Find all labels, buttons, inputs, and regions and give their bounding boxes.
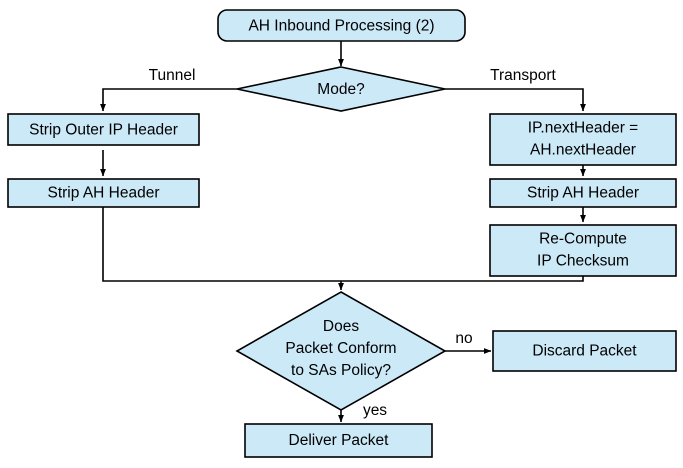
- strip-outer-ip-shape: [7, 113, 200, 146]
- policy-decision-label-line2: Packet Conform: [285, 340, 396, 357]
- connector-mode-transport-to-next-header: [445, 88, 587, 112]
- next-header-shape: [489, 113, 677, 166]
- node-policy-decision[interactable]: Does Packet Conform to SAs Policy?: [235, 291, 447, 411]
- strip-ah-transport-shape: [489, 178, 677, 208]
- node-strip-outer-ip-header[interactable]: Strip Outer IP Header: [7, 113, 200, 146]
- next-header-label-line2: AH.nextHeader: [530, 142, 636, 159]
- strip-ah-tunnel-label: Strip AH Header: [48, 185, 160, 202]
- node-discard-packet[interactable]: Discard Packet: [492, 330, 677, 372]
- node-start[interactable]: AH Inbound Processing (2): [217, 9, 466, 42]
- node-deliver-packet[interactable]: Deliver Packet: [244, 423, 433, 458]
- edge-label-transport: Transport: [490, 67, 556, 84]
- edge-label-no: no: [455, 330, 472, 347]
- recompute-checksum-shape: [489, 224, 677, 277]
- recompute-checksum-label-line2: IP Checksum: [537, 253, 629, 270]
- strip-ah-transport-label: Strip AH Header: [527, 185, 639, 202]
- node-strip-ah-header-transport[interactable]: Strip AH Header: [489, 178, 677, 208]
- strip-outer-ip-label: Strip Outer IP Header: [29, 122, 178, 139]
- connector-tunnel-merge: [102, 206, 341, 282]
- deliver-packet-label: Deliver Packet: [289, 432, 390, 449]
- discard-packet-label: Discard Packet: [532, 343, 637, 360]
- start-shape: [217, 9, 466, 42]
- node-mode-decision[interactable]: Mode?: [236, 66, 446, 112]
- discard-packet-shape: [492, 330, 677, 372]
- policy-decision-label-line1: Does: [323, 318, 359, 335]
- node-recompute-ip-checksum[interactable]: Re-Compute IP Checksum: [489, 224, 677, 277]
- mode-decision-label: Mode?: [317, 81, 365, 98]
- edge-label-tunnel: Tunnel: [149, 67, 196, 84]
- start-label: AH Inbound Processing (2): [248, 18, 434, 35]
- node-next-header-assign[interactable]: IP.nextHeader = AH.nextHeader: [489, 113, 677, 166]
- connector-mode-tunnel-to-strip-outer-ip: [100, 88, 237, 112]
- mode-decision-shape: [236, 66, 446, 112]
- recompute-checksum-label-line1: Re-Compute: [539, 231, 627, 248]
- policy-decision-label-line3: to SAs Policy?: [291, 362, 391, 379]
- edge-label-yes: yes: [363, 402, 387, 419]
- next-header-label-line1: IP.nextHeader =: [528, 120, 638, 137]
- strip-ah-tunnel-shape: [7, 178, 200, 208]
- deliver-packet-shape: [244, 423, 433, 458]
- node-strip-ah-header-tunnel[interactable]: Strip AH Header: [7, 178, 200, 208]
- policy-decision-shape: [235, 291, 447, 411]
